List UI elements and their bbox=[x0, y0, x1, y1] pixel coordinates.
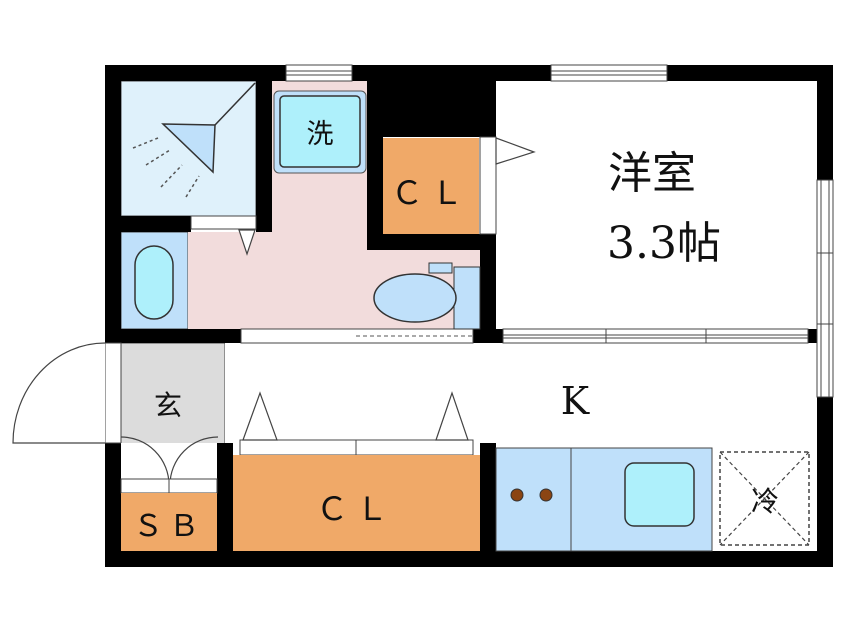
closet-bedroom-label: ＣＬ bbox=[391, 174, 471, 212]
stove-burner-icon bbox=[510, 488, 524, 502]
stove-burner-icon bbox=[539, 488, 553, 502]
kitchen-counter bbox=[495, 447, 713, 552]
washroom-floor bbox=[188, 81, 480, 329]
western-room-name: 洋室 bbox=[608, 148, 696, 199]
closet-kitchen: ＣＬ bbox=[233, 455, 480, 551]
western-room-size: 3.3帖 bbox=[607, 218, 721, 269]
top-window-bedroom bbox=[550, 64, 668, 82]
closet-bedroom: ＣＬ bbox=[383, 138, 479, 234]
washer: 洗 bbox=[273, 90, 367, 174]
shoe-box: ＳＢ bbox=[121, 493, 217, 551]
walls bbox=[105, 65, 833, 567]
toilet-icon bbox=[373, 262, 481, 330]
fridge-space: 冷 bbox=[719, 451, 810, 546]
closet-kitchen-label: ＣＬ bbox=[316, 490, 396, 528]
entrance-door[interactable] bbox=[12, 342, 122, 444]
top-window-washroom bbox=[285, 64, 353, 82]
kitchen-floor bbox=[225, 343, 817, 443]
bathtub-icon bbox=[134, 245, 174, 320]
entrance-label: 玄 bbox=[154, 389, 182, 422]
right-window bbox=[816, 179, 834, 398]
bedroom-sliding-door[interactable] bbox=[502, 328, 809, 344]
washer-label: 洗 bbox=[307, 119, 334, 150]
closet-kitchen-doors[interactable] bbox=[239, 391, 474, 456]
washroom-sliding-door[interactable] bbox=[240, 328, 474, 344]
western-room-floor bbox=[496, 81, 817, 329]
kitchen-label: K bbox=[561, 379, 590, 423]
bedroom-door[interactable] bbox=[479, 136, 536, 235]
shoe-box-doors[interactable] bbox=[120, 436, 219, 494]
shower-door[interactable] bbox=[190, 215, 257, 256]
sink-icon bbox=[624, 462, 695, 527]
shoe-box-label: ＳＢ bbox=[133, 509, 205, 544]
shower-icon bbox=[132, 82, 256, 198]
fridge-label: 冷 bbox=[751, 485, 779, 518]
